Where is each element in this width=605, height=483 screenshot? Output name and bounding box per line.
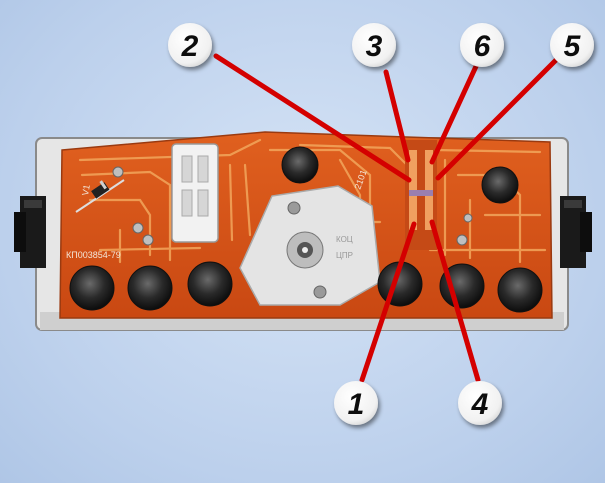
- leader-line-4: [429, 219, 481, 383]
- bulb-socket: [481, 166, 519, 204]
- callout-badge-5: 5: [550, 23, 594, 67]
- gauge-scale-text-1: КОЦ: [336, 235, 353, 244]
- gauge-backplate: КОЦ ЦПР: [239, 185, 381, 306]
- callout-badge-6: 6: [460, 23, 504, 67]
- board-part-number: КП003854-79: [66, 250, 121, 260]
- callout-label-4: 4: [471, 388, 489, 421]
- leader-line-5: [435, 57, 559, 181]
- callout-label-5: 5: [564, 30, 582, 63]
- callout-label-2: 2: [181, 30, 199, 63]
- callout-badge-1: 1: [334, 381, 378, 425]
- bulb-socket: [187, 261, 233, 307]
- gauge-scale-text-2: ЦПР: [336, 251, 353, 260]
- right-mounting-bracket: [560, 196, 592, 268]
- bulb-socket: [497, 267, 543, 313]
- bulb-socket: [69, 265, 115, 311]
- callout-badge-4: 4: [458, 381, 502, 425]
- callout-label-1: 1: [348, 388, 365, 421]
- board-v1-marking: V1: [80, 184, 92, 197]
- leader-lines: [213, 53, 559, 383]
- connector-block: [171, 143, 219, 243]
- leader-line-3: [383, 69, 411, 163]
- leader-line-1: [359, 221, 417, 383]
- diode-component: [75, 179, 125, 213]
- callout-badge-2: 2: [168, 23, 212, 67]
- callout-label-6: 6: [474, 30, 491, 63]
- screw-terminals: [112, 166, 473, 246]
- leader-line-6: [429, 59, 481, 165]
- callout-badge-3: 3: [352, 23, 396, 67]
- left-mounting-bracket: [14, 196, 46, 268]
- bulb-sockets: [69, 146, 543, 313]
- bulb-socket: [127, 265, 173, 311]
- leader-line-2: [213, 53, 412, 183]
- callout-label-3: 3: [366, 30, 383, 63]
- bulb-socket: [439, 263, 485, 309]
- bulb-socket: [281, 146, 319, 184]
